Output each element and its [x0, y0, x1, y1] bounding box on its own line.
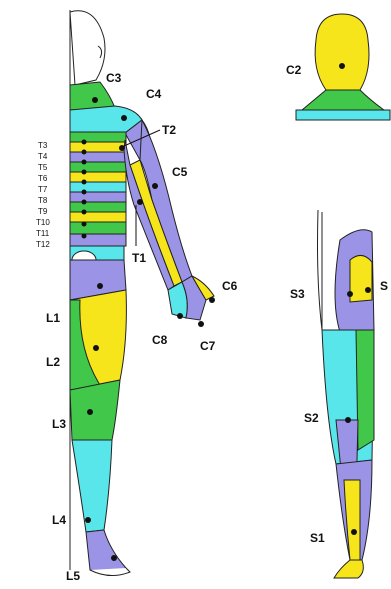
dermatome-l4 — [72, 440, 112, 532]
dermatome-l3 — [70, 380, 120, 440]
dermatome-c4-shoulders-back — [296, 110, 390, 120]
dermatome-c2-head — [315, 14, 369, 90]
label-c3: C3 — [106, 71, 122, 85]
label-s4: S — [380, 279, 388, 293]
label-t7: T7 — [38, 185, 48, 194]
label-l4: L4 — [52, 513, 66, 527]
label-t9: T9 — [38, 207, 48, 216]
label-c2: C2 — [286, 63, 302, 77]
label-l1: L1 — [46, 311, 60, 325]
label-l3: L3 — [52, 417, 66, 431]
dermatome-s1-calf — [344, 480, 360, 560]
dermatome-s4 — [350, 255, 372, 302]
label-t2: T2 — [162, 123, 176, 137]
label-c4: C4 — [146, 87, 162, 101]
dermatome-c3-neck — [70, 82, 115, 110]
buttock-outline — [318, 210, 323, 330]
label-t11: T11 — [36, 229, 50, 238]
label-s2: S2 — [304, 411, 319, 425]
label-c5: C5 — [172, 165, 188, 179]
label-t6: T6 — [38, 174, 48, 183]
label-l2: L2 — [46, 355, 60, 369]
label-c8: C8 — [152, 333, 168, 347]
label-c6: C6 — [222, 279, 238, 293]
label-t12: T12 — [36, 240, 50, 249]
label-t5: T5 — [38, 163, 48, 172]
label-s1: S1 — [310, 531, 325, 545]
thoracic-labels: T3 T4 T5 T6 T7 T8 T9 T10 T11 T12 — [36, 141, 50, 249]
label-t10: T10 — [36, 218, 50, 227]
label-t4: T4 — [38, 152, 48, 161]
back-leg-figure — [318, 210, 375, 578]
label-c7: C7 — [200, 339, 216, 353]
label-t1: T1 — [132, 251, 146, 265]
front-body-figure — [70, 10, 214, 576]
label-t3: T3 — [38, 141, 48, 150]
dermatome-s1-foot — [334, 560, 363, 578]
dermatome-l5 — [86, 530, 126, 572]
dermatome-c3-neck-back — [302, 90, 384, 110]
label-t8: T8 — [38, 196, 48, 205]
dermatome-l3-back — [356, 330, 374, 450]
label-l5: L5 — [66, 569, 80, 583]
label-s3: S3 — [290, 287, 305, 301]
